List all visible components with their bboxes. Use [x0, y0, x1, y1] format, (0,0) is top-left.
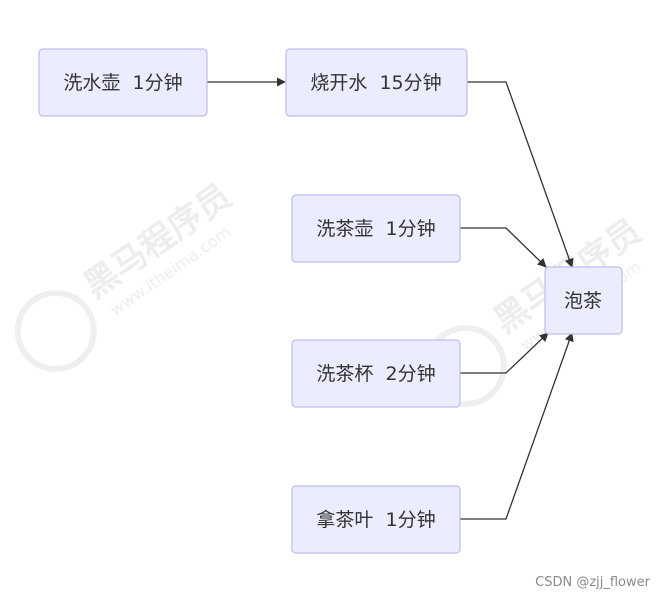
node-label: 洗水壶 1分钟 — [63, 72, 182, 94]
node-boil-water: 烧开水 15分钟 — [285, 48, 468, 117]
node-label: 洗茶杯 2分钟 — [316, 363, 435, 385]
edge-boil-water-to-brew-tea — [467, 81, 574, 268]
node-label: 拿茶叶 1分钟 — [316, 508, 435, 531]
node-label: 洗茶壶 1分钟 — [316, 218, 435, 240]
node-brew-tea: 泡茶 — [544, 266, 623, 335]
watermark-logo-icon — [14, 289, 97, 372]
edge-wash-cups-to-brew-tea — [460, 332, 549, 374]
edge-wash-teapot-to-brew-tea — [460, 227, 547, 268]
node-wash-teapot: 洗茶壶 1分钟 — [291, 194, 461, 263]
node-wash-cups: 洗茶杯 2分钟 — [291, 339, 461, 408]
node-label: 泡茶 — [564, 290, 602, 312]
csdn-credit: CSDN @zjj_flower — [535, 575, 650, 590]
edge-get-tea-to-brew-tea — [460, 332, 574, 520]
node-get-tea: 拿茶叶 1分钟 — [291, 485, 461, 554]
watermark-left: 黑马程序员 www.itheima.com — [14, 176, 239, 372]
node-label: 烧开水 15分钟 — [310, 72, 441, 94]
node-wash-kettle: 洗水壶 1分钟 — [38, 48, 208, 117]
